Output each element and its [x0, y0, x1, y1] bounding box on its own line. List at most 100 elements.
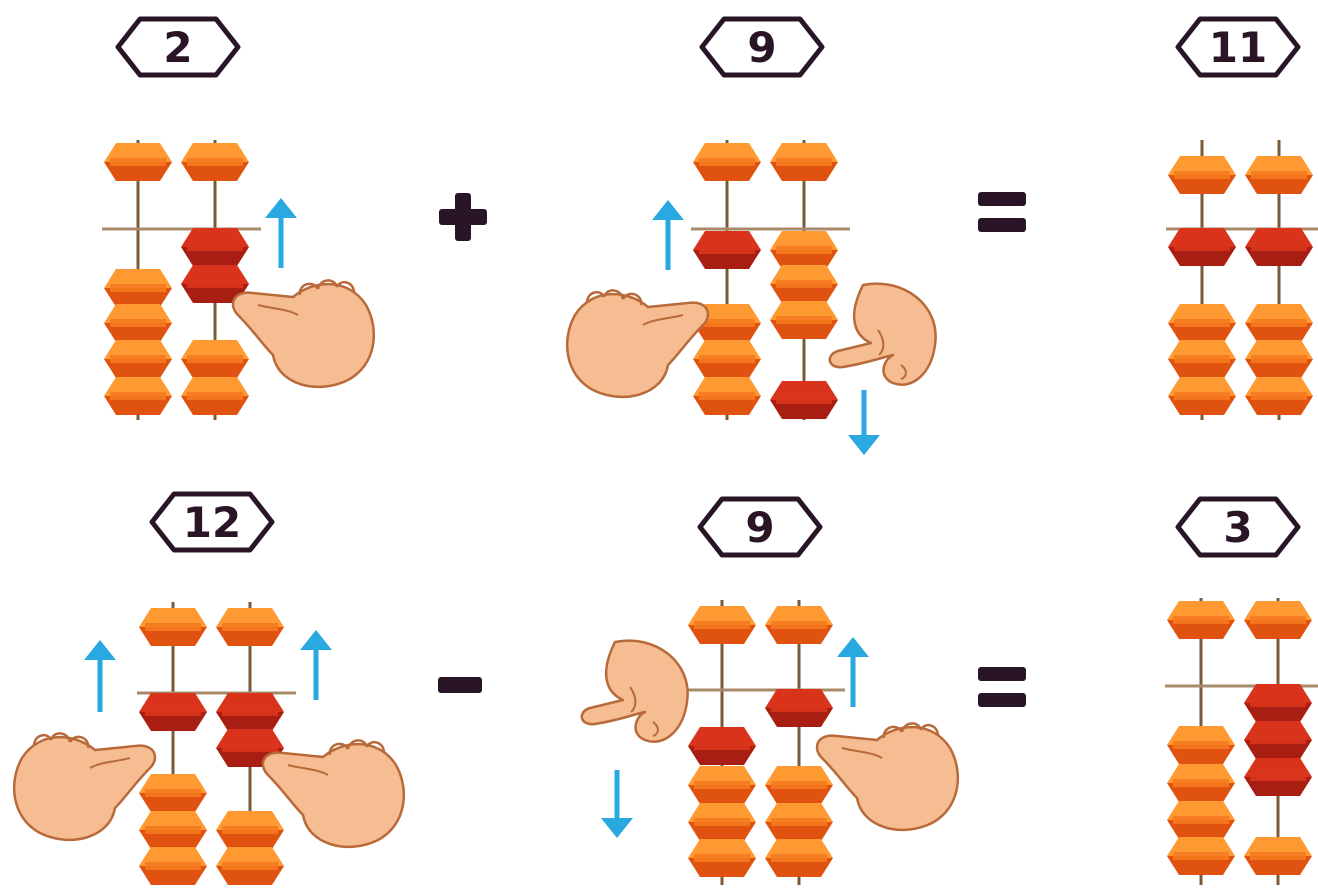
abacus-bead — [1245, 156, 1313, 194]
thumb-hand-icon — [565, 289, 710, 399]
abacus-bead — [770, 231, 838, 269]
abacus-bead — [1167, 601, 1235, 639]
abacus-bead — [104, 377, 172, 415]
abacus-bead — [181, 143, 249, 181]
abacus-bead — [139, 608, 207, 646]
operand-label-9: 9 — [699, 16, 825, 78]
abacus-bead — [1167, 764, 1235, 802]
abacus-bead — [693, 143, 761, 181]
abacus-bead — [765, 766, 833, 804]
abacus-bead — [1245, 340, 1313, 378]
abacus-bead — [765, 839, 833, 877]
abacus-bead — [216, 811, 284, 849]
abacus-bead — [693, 377, 761, 415]
abacus-bead — [216, 847, 284, 885]
abacus-bead-active — [216, 693, 284, 731]
number-label-text: 12 — [183, 498, 241, 547]
abacus-bead — [688, 839, 756, 877]
label-hexagon — [149, 491, 275, 553]
label-hexagon — [699, 16, 825, 78]
abacus-bead — [1168, 377, 1236, 415]
abacus-bead — [688, 803, 756, 841]
abacus-bead — [104, 304, 172, 342]
abacus-bead-active — [1244, 721, 1312, 759]
abacus-bead-active — [139, 693, 207, 731]
abacus-bead — [104, 340, 172, 378]
abacus-bead — [181, 377, 249, 415]
result-label-3: 3 — [1175, 496, 1301, 558]
result-label-11: 11 — [1175, 16, 1301, 78]
arrows — [84, 198, 880, 838]
abacus-bead-active — [1244, 684, 1312, 722]
number-label-text: 11 — [1209, 23, 1267, 72]
abacus-bead — [139, 811, 207, 849]
thumb-hand-icon — [261, 739, 406, 849]
abacus-bead — [693, 340, 761, 378]
abacus-bead — [770, 265, 838, 303]
abacus-bead — [1244, 601, 1312, 639]
hands — [12, 279, 960, 849]
number-label-text: 9 — [745, 503, 774, 552]
abacus-bead — [1168, 156, 1236, 194]
abacus-bead — [216, 608, 284, 646]
abacus-bead — [104, 269, 172, 307]
label-hexagon — [1175, 16, 1301, 78]
abacus-bead — [688, 606, 756, 644]
number-label-text: 2 — [163, 23, 192, 72]
abacus-bead — [181, 340, 249, 378]
operand-label-9: 9 — [697, 496, 823, 558]
abacus-bead — [1167, 801, 1235, 839]
abacus-bead — [688, 766, 756, 804]
abacus-bead — [1167, 837, 1235, 875]
abacus-bead — [1244, 837, 1312, 875]
abacus-9-second — [686, 600, 845, 885]
thumb-hand-icon — [815, 722, 960, 832]
plus-operator: + — [439, 193, 487, 241]
label-hexagon — [697, 496, 823, 558]
operator-text: = — [1002, 686, 1003, 688]
abacus-bead — [1245, 304, 1313, 342]
number-labels: 2 9 11 12 9 3 — [115, 16, 1301, 558]
equals-operator: = — [978, 667, 1026, 707]
abacus-3 — [1165, 598, 1318, 885]
arrow-up-icon — [84, 640, 116, 712]
abacus-bead-active — [1168, 228, 1236, 266]
abacus-bead — [770, 301, 838, 339]
arrow-up-icon — [300, 630, 332, 700]
abacus-9 — [691, 140, 850, 420]
abacus-bead — [1168, 304, 1236, 342]
operator-text: = — [1002, 211, 1003, 213]
operand-label-12: 12 — [149, 491, 275, 553]
abacus-11 — [1166, 140, 1318, 420]
abacus-2 — [102, 140, 261, 420]
label-hexagon — [115, 16, 241, 78]
abacus-bead — [104, 143, 172, 181]
index-hand-icon — [580, 639, 689, 743]
abacus-bead — [770, 143, 838, 181]
arrow-up-icon — [837, 637, 869, 707]
abacus-bead-active — [688, 727, 756, 765]
abacus-bead — [139, 774, 207, 812]
abacus-bead — [1167, 726, 1235, 764]
abacus-12 — [137, 602, 296, 885]
operand-label-2: 2 — [115, 16, 241, 78]
abacus-group — [102, 140, 1318, 885]
arrow-up-icon — [652, 200, 684, 270]
abacus-bead-active — [765, 689, 833, 727]
arrow-up-icon — [265, 198, 297, 268]
thumb-hand-icon — [12, 732, 157, 842]
abacus-bead-active — [1245, 228, 1313, 266]
operators: +=-= — [438, 192, 1026, 707]
abacus-bead — [1168, 340, 1236, 378]
number-label-text: 9 — [747, 23, 776, 72]
abacus-bead-active — [693, 231, 761, 269]
arrow-down-icon — [601, 770, 633, 838]
abacus-bead — [765, 606, 833, 644]
abacus-bead-active — [1244, 758, 1312, 796]
abacus-bead — [139, 847, 207, 885]
abacus-bead-active — [181, 265, 249, 303]
abacus-bead — [1245, 377, 1313, 415]
abacus-bead — [693, 304, 761, 342]
abacus-bead-active — [770, 381, 838, 419]
